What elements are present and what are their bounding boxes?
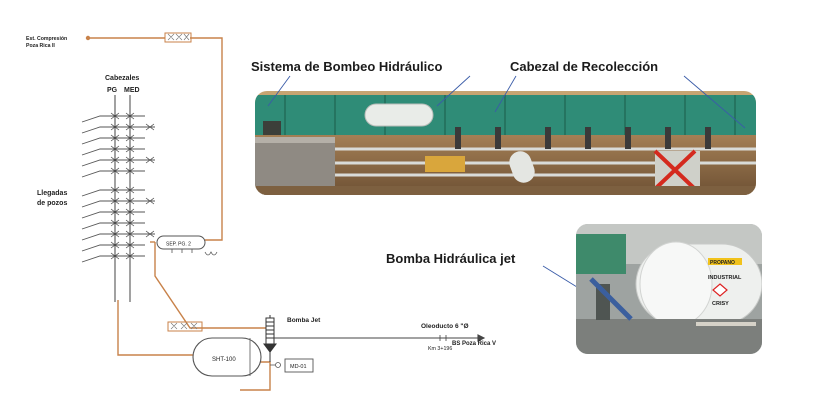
caption-collection-header: Cabezal de Recolección: [510, 59, 659, 74]
cabezales-title: Cabezales: [105, 75, 139, 82]
separator-vessel: [156, 235, 218, 256]
pipeline-label: Oleoducto 6 "Ø: [421, 323, 469, 330]
pipeline-km: Km 3+196: [428, 346, 452, 352]
well-arrival-row: [81, 252, 145, 263]
photo-scene: [255, 91, 756, 195]
well-arrival-row: [81, 156, 155, 167]
top-destination-line1: Est. Compresión: [26, 36, 67, 42]
gas-line-valve-top: [164, 32, 192, 43]
oil-pipeline: [274, 334, 486, 342]
jet-pump-scene: PROPANO INDUSTRIAL CRISY: [576, 224, 762, 354]
cabezal-pg-label: PG: [107, 87, 118, 94]
well-arrival-row: [81, 219, 145, 230]
caption-hydraulic-system: Sistema de Bombeo Hidráulico: [251, 59, 443, 74]
jet-pump: [263, 315, 277, 362]
tank-marking-2: INDUSTRIAL: [708, 275, 742, 281]
well-arrival-row: [81, 167, 145, 178]
well-arrival-row: [81, 230, 155, 241]
caption-jet-pump: Bomba Hidráulica jet: [386, 251, 516, 266]
meter-md01: [270, 358, 314, 373]
cabezal-med-label: MED: [124, 87, 140, 94]
well-arrival-row: [81, 134, 145, 145]
header-lines: [114, 95, 131, 302]
well-arrival-row: [81, 197, 155, 208]
well-arrival-row: [81, 241, 145, 252]
separator-label: SEP. PG. 2: [166, 242, 191, 248]
tank-marking-1: PROPANO: [710, 260, 735, 266]
pipeline-destination: BS Poza Rica V: [452, 341, 496, 347]
well-arrival-row: [81, 112, 145, 123]
gas-outlet-marker: [85, 35, 91, 41]
tank-label: SHT-100: [212, 357, 236, 363]
well-arrival-row: [81, 123, 155, 134]
sht-100-tank: [192, 337, 262, 377]
llegadas-line1: Llegadas: [37, 190, 67, 197]
top-destination-line2: Poza Rica II: [26, 43, 55, 49]
well-arrival-row: [81, 145, 145, 156]
well-arrival-row: [81, 186, 145, 197]
photo-hydraulic-system: [255, 91, 756, 195]
llegadas-line2: de pozos: [37, 200, 67, 207]
pump-label: Bomba Jet: [287, 317, 321, 324]
well-arrival-lines: [81, 112, 155, 263]
gas-lines: [90, 37, 271, 391]
gas-line-valve-bottom: [167, 321, 203, 332]
well-arrival-row: [81, 208, 145, 219]
tank-marking-3: CRISY: [712, 301, 729, 307]
photo-jet-pump: PROPANO INDUSTRIAL CRISY: [576, 224, 762, 354]
meter-label: MD-01: [290, 364, 307, 370]
